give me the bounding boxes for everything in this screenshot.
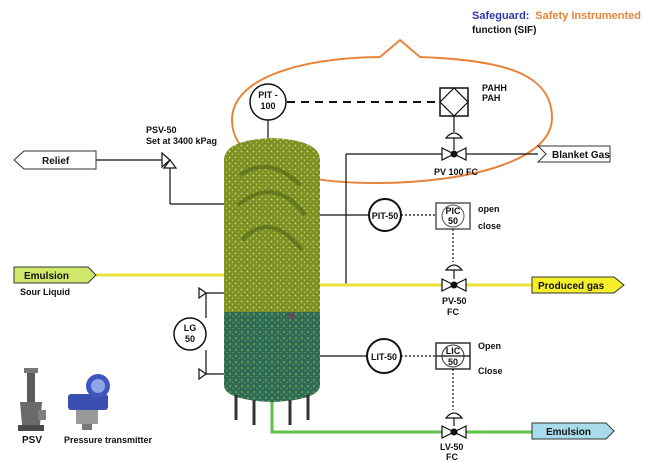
lg-50-line2: 50: [185, 334, 195, 344]
callout-text-line1: Safety Instrumented: [535, 10, 641, 22]
produced-gas-stream-arrow: Produced gas: [531, 276, 625, 294]
relief-stream-arrow: Relief: [13, 150, 97, 170]
emulsion-inlet-stream-arrow: Emulsion: [13, 266, 97, 284]
lic-close-label: Close: [478, 366, 503, 376]
pv-100-tag: PV 100 FC: [434, 167, 479, 177]
lv-50-valve: [441, 412, 467, 439]
level-gauge-lines: [198, 286, 224, 381]
sis-logic-box: [439, 87, 469, 117]
lic-50-line2: 50: [448, 357, 458, 367]
pic-close-label: close: [478, 221, 501, 231]
callout-line1: Safeguard: Safety Instrumented: [472, 10, 641, 22]
pit-100-line1: PIT -: [258, 90, 278, 100]
emulsion-out-label: Emulsion: [546, 427, 591, 438]
lic-50-controller: [435, 342, 471, 370]
pv-50-tag: PV-50: [442, 296, 467, 306]
relief-label: Relief: [42, 156, 70, 167]
pressure-transmitter-picture: [68, 374, 110, 430]
psv-50-valve: [161, 151, 178, 169]
callout-text-line2: function (SIF): [472, 25, 536, 36]
psv-picture: [18, 368, 46, 431]
pit-50-tag: PIT-50: [372, 211, 399, 221]
psv-50-tag: PSV-50: [146, 125, 177, 135]
pic-50-line2: 50: [448, 216, 458, 226]
psv-50-setpoint: Set at 3400 kPag: [146, 136, 217, 146]
legend-psv: PSV: [22, 435, 42, 446]
lv-50-fc: FC: [446, 452, 458, 462]
pic-50-controller: [435, 202, 471, 230]
pit-100-line2: 100: [260, 101, 275, 111]
pv-50-fc: FC: [447, 307, 459, 317]
separator-vessel: [224, 138, 320, 402]
pic-50-line1: PIC: [445, 206, 461, 216]
emulsion-outlet-stream-arrow: Emulsion: [531, 422, 615, 440]
blanket-gas-label: Blanket Gas: [552, 150, 610, 161]
lic-open-label: Open: [478, 341, 501, 351]
pah-label: PAH: [482, 93, 500, 103]
lit-50-tag: LIT-50: [371, 352, 397, 362]
lg-50-bubble: [173, 317, 207, 351]
emulsion-outlet-line: [270, 402, 532, 434]
lic-50-line1: LIC: [446, 346, 461, 356]
pahh-label: PAHH: [482, 83, 507, 93]
sif-callout-ellipse: [230, 38, 554, 185]
callout-prefix: Safeguard:: [472, 10, 529, 22]
sour-liquid-label: Sour Liquid: [20, 287, 70, 297]
produced-gas-label: Produced gas: [538, 281, 605, 292]
lg-50-line1: LG: [184, 323, 197, 333]
pv-50-valve: [441, 264, 467, 292]
legend-pressure-transmitter: Pressure transmitter: [64, 435, 153, 445]
pv-100-valve: [441, 132, 467, 161]
pic-open-label: open: [478, 204, 500, 214]
lv-50-tag: LV-50: [440, 442, 463, 452]
blanket-gas-stream-arrow: Blanket Gas: [536, 145, 611, 163]
emulsion-in-label: Emulsion: [24, 271, 69, 282]
vessel-legs: [234, 395, 310, 425]
